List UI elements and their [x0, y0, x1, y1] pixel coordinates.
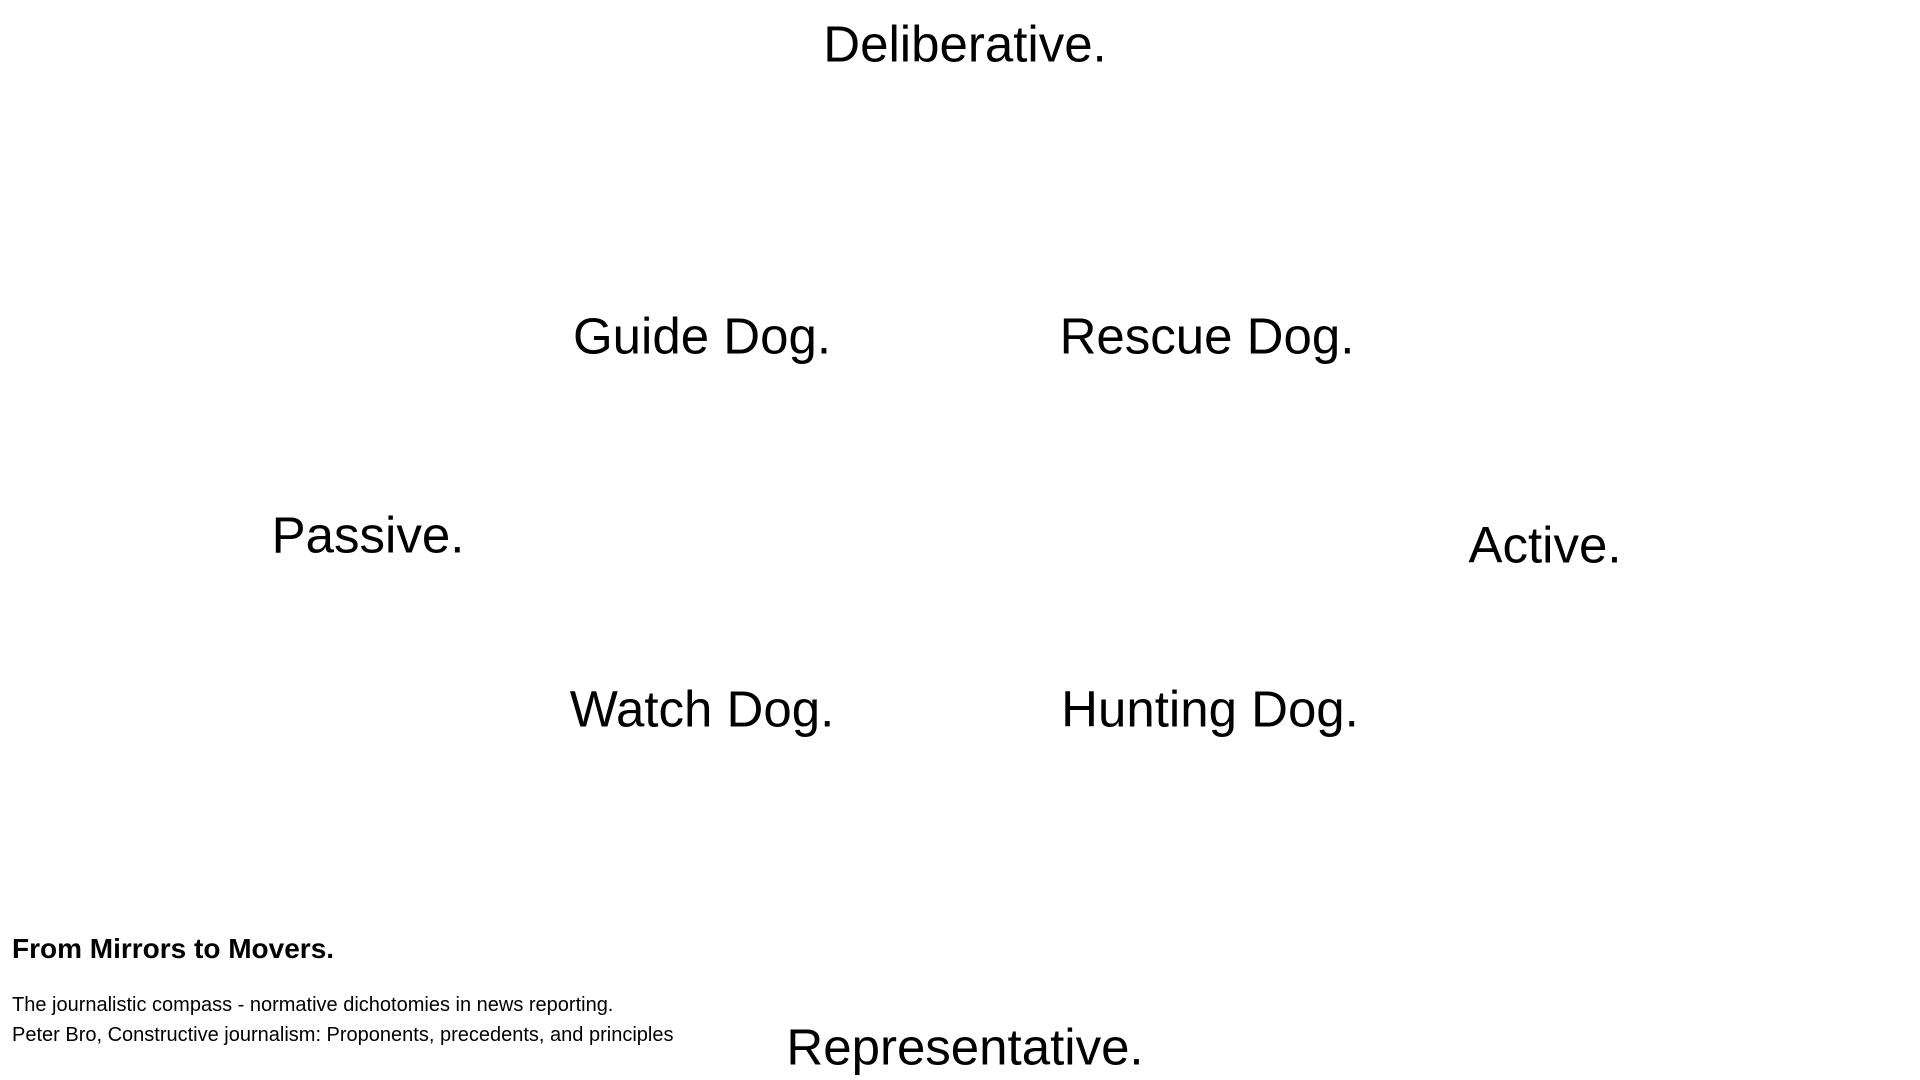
axis-label-bottom: Representative. [786, 1018, 1144, 1076]
footer-citation-line-1: The journalistic compass - normative dic… [12, 994, 614, 1016]
quadrant-label-guide-dog: Guide Dog. [573, 307, 831, 365]
axis-label-left: Passive. [271, 506, 465, 564]
quadrant-label-watch-dog: Watch Dog. [569, 680, 835, 738]
footer-title: From Mirrors to Movers. [12, 933, 335, 964]
axis-label-right: Active. [1468, 516, 1622, 574]
footer-citation-line-2: Peter Bro, Constructive journalism: Prop… [12, 1024, 674, 1046]
quadrant-label-rescue-dog: Rescue Dog. [1059, 307, 1355, 365]
axis-label-top: Deliberative. [823, 15, 1107, 73]
quadrant-label-hunting-dog: Hunting Dog. [1061, 680, 1359, 738]
